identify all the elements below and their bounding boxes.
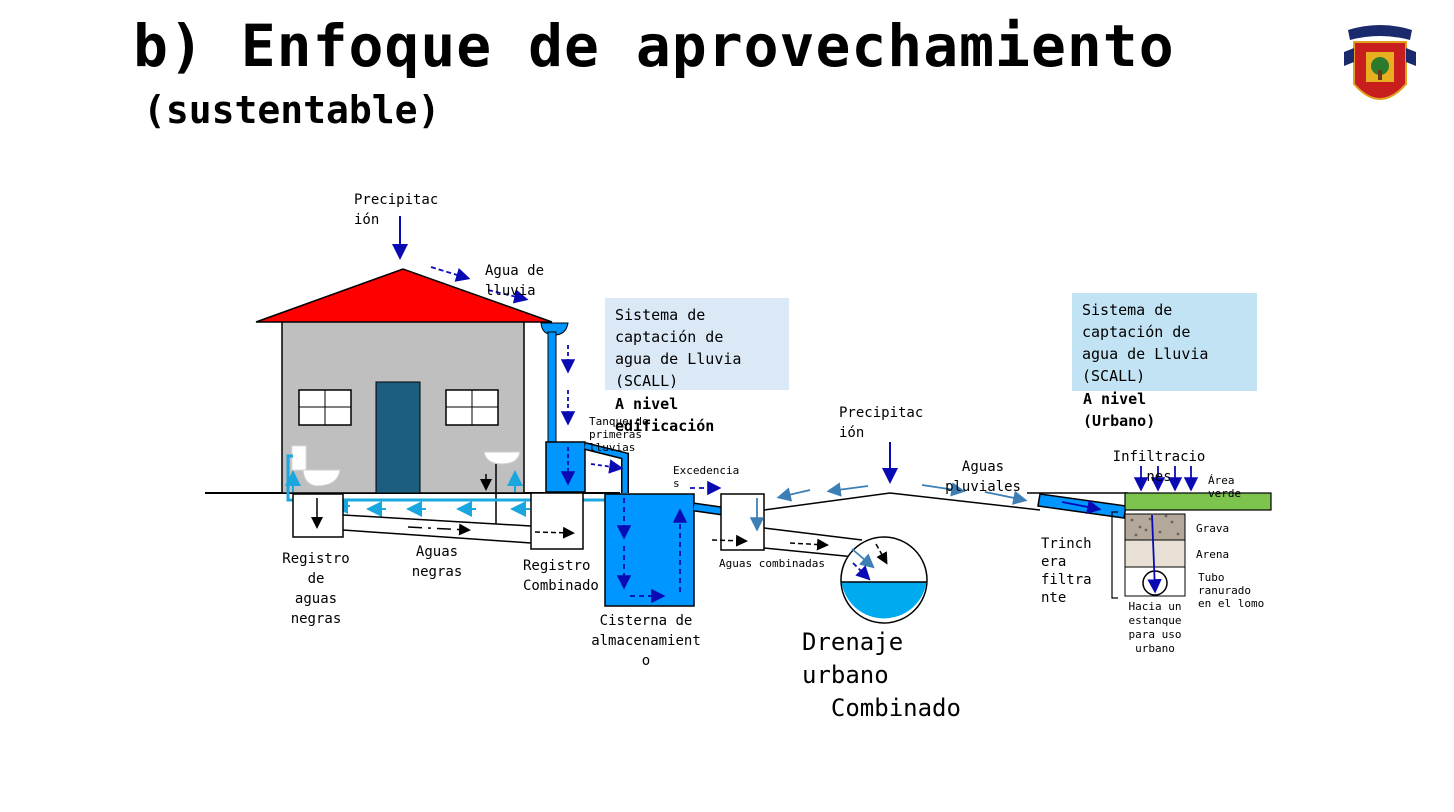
university-crest-icon: [1344, 25, 1416, 100]
registro-combinado: [530, 492, 584, 550]
registro-aguas-negras: [292, 493, 344, 538]
label-hacia-estanque: Hacia un estanque para uso urbano: [1128, 600, 1182, 655]
label-precipitacion-2: Precipitac ión: [839, 405, 924, 441]
label-excedencias: Excedencia s: [673, 464, 740, 490]
label-area-verde: Área verde: [1208, 474, 1242, 500]
grava-layer: [1124, 513, 1186, 541]
label-grava: Grava: [1196, 522, 1230, 535]
sink-icon: [483, 451, 521, 524]
label-tanque: Tanque de primeras lluvias: [589, 415, 649, 454]
window-left: [298, 389, 352, 426]
arena-layer: [1124, 539, 1186, 568]
roof: [255, 268, 553, 323]
label-drenaje-urbano: Drenaje urbano Combinado: [802, 628, 961, 722]
label-aguas-pluviales: Aguas pluviales: [945, 459, 1021, 495]
street-profile: [763, 492, 1041, 511]
label-precipitacion-1: Precipitac ión: [354, 192, 439, 228]
slide-subtitle: (sustentable): [143, 88, 441, 132]
window-right: [445, 389, 499, 426]
label-tubo-ranurado: Tubo ranurado en el lomo: [1198, 571, 1265, 610]
label-infiltraciones: Infiltracio nes: [1112, 449, 1206, 485]
label-trinchera-filtrante: Trinch era filtra nte: [1041, 536, 1092, 606]
label-registro-aguas-negras: Registro de aguas negras: [282, 551, 350, 627]
label-cisterna: Cisterna de almacenamient o: [591, 613, 701, 669]
door: [375, 381, 421, 494]
house: [255, 268, 553, 494]
label-agua-lluvia: Agua de lluvia: [485, 263, 545, 299]
scall-box-edificacion: Sistema de captación de agua de Lluvia (…: [605, 298, 789, 390]
downspout: [547, 331, 557, 443]
label-nivel-urbano: A nivel (Urbano): [1083, 390, 1156, 430]
area-verde: [1124, 492, 1272, 511]
toilet-icon: [291, 445, 341, 487]
label-nivel-edificacion: A nivel edificación: [615, 395, 715, 435]
scall-box-urbano: Sistema de captación de agua de Lluvia (…: [1072, 293, 1257, 391]
label-arena: Arena: [1196, 548, 1230, 561]
label-registro-combinado: Registro Combinado: [523, 558, 599, 594]
label-aguas-negras: Aguas negras: [411, 544, 463, 580]
first-flush-tank: [545, 441, 586, 493]
label-aguas-combinadas: Aguas combinadas: [719, 557, 825, 570]
urban-drain: [840, 536, 928, 624]
slide-title: b) Enfoque de aprovechamiento: [133, 12, 1175, 80]
